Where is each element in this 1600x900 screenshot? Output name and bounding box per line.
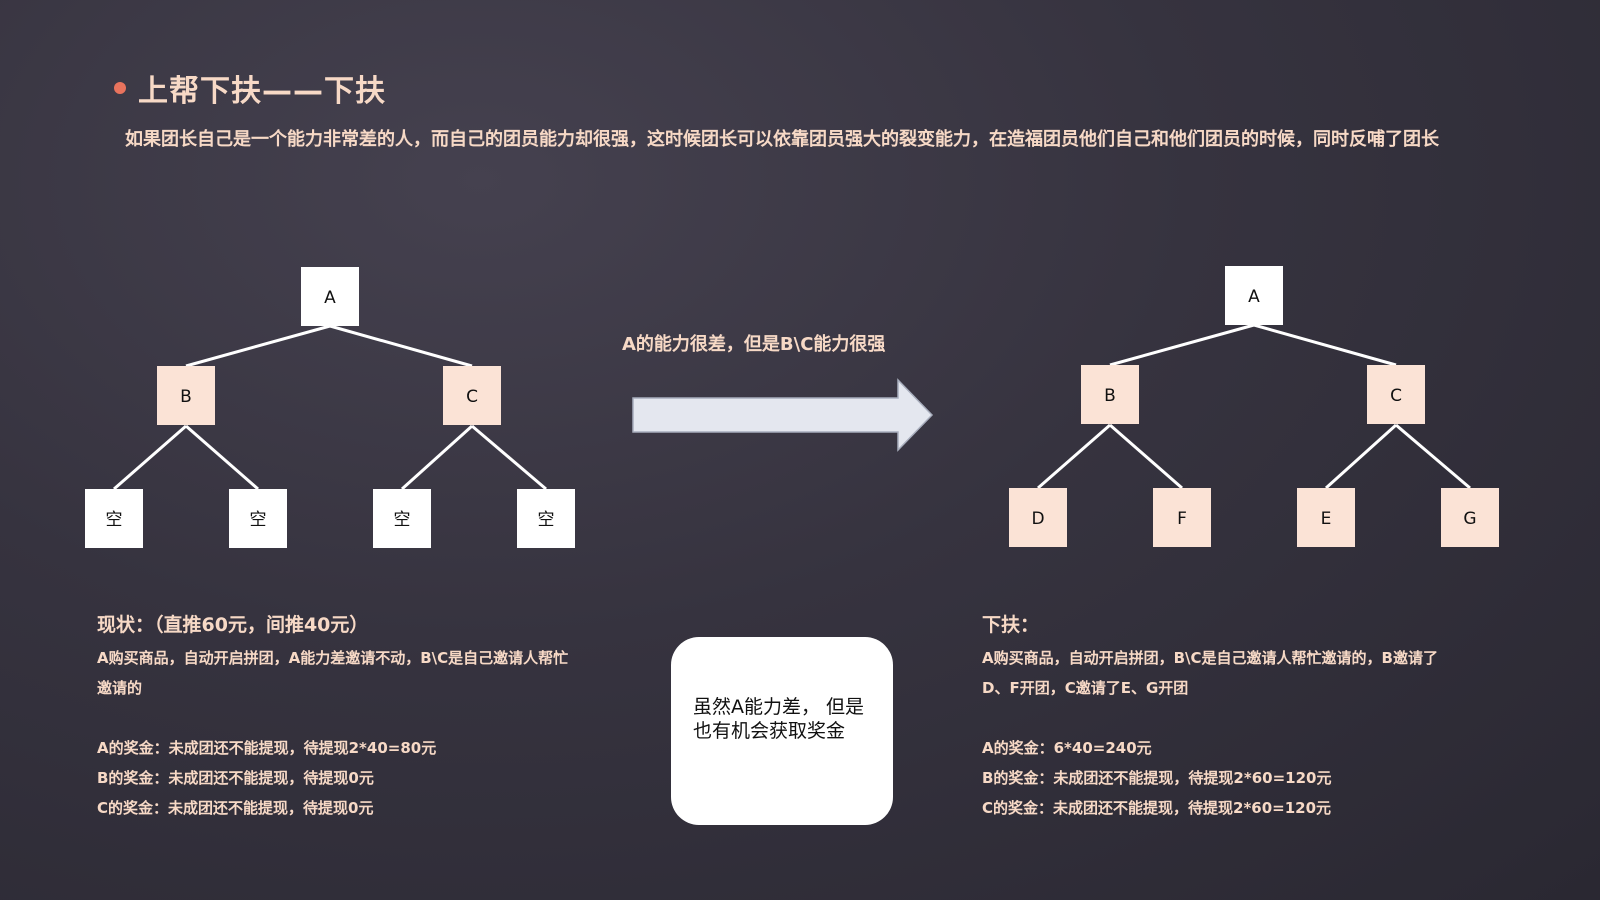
transition-arrow — [632, 378, 934, 452]
left-node-leaf-2: 空 — [229, 489, 287, 548]
right-tree-edges — [1037, 323, 1471, 490]
right-bonus-c: C的奖金：未成团还不能提现，待提现2*60=120元 — [982, 799, 1332, 817]
right-tree-nodes: A B C D F E G — [1009, 266, 1499, 547]
left-node-b: B — [157, 366, 215, 425]
tree-diagram: A B C 空 空 空 空 — [85, 266, 1499, 548]
svg-text:C: C — [466, 387, 478, 407]
left-bonus-a: A的奖金：未成团还不能提现，待提现2*40=80元 — [97, 739, 437, 757]
svg-text:空: 空 — [106, 510, 123, 530]
left-bonus-b: B的奖金：未成团还不能提现，待提现0元 — [97, 769, 374, 787]
svg-text:D: D — [1031, 509, 1044, 529]
svg-text:空: 空 — [538, 510, 555, 530]
svg-text:F: F — [1177, 509, 1187, 529]
svg-text:B: B — [1104, 386, 1116, 406]
right-node-c: C — [1367, 365, 1425, 424]
left-node-leaf-4: 空 — [517, 489, 575, 548]
left-panel-desc: A购买商品，自动开启拼团，A能力差邀请不动，B\C是自己邀请人帮忙邀请的 — [97, 649, 569, 697]
right-bonus-a: A的奖金：6*40=240元 — [982, 739, 1152, 757]
right-node-g: G — [1441, 488, 1499, 547]
right-panel-desc: A购买商品，自动开启拼团，B\C是自己邀请人帮忙邀请的，B邀请了D、F开团，C邀… — [982, 649, 1438, 697]
title-bullet — [114, 82, 126, 94]
right-node-root: A — [1225, 266, 1283, 325]
svg-text:C: C — [1390, 386, 1402, 406]
left-panel-bonus-list: A的奖金：未成团还不能提现，待提现2*40=80元 B的奖金：未成团还不能提现，… — [97, 733, 577, 823]
right-node-d: D — [1009, 488, 1067, 547]
left-node-c: C — [443, 366, 501, 425]
svg-text:E: E — [1321, 509, 1332, 529]
right-node-f: F — [1153, 488, 1211, 547]
left-tree-nodes: A B C 空 空 空 空 — [85, 267, 575, 548]
right-node-b: B — [1081, 365, 1139, 424]
note-callout: 虽然A能力差， 但是也有机会获取奖金 — [671, 637, 893, 825]
left-bonus-c: C的奖金：未成团还不能提现，待提现0元 — [97, 799, 374, 817]
left-panel: 现状：（直推60元，间推40元） A购买商品，自动开启拼团，A能力差邀请不动，B… — [97, 610, 577, 823]
right-panel: 下扶： A购买商品，自动开启拼团，B\C是自己邀请人帮忙邀请的，B邀请了D、F开… — [982, 610, 1462, 823]
left-node-root: A — [301, 267, 359, 326]
slide-title: 上帮下扶——下扶 — [138, 74, 386, 109]
arrow-caption: A的能力很差，但是B\C能力很强 — [622, 334, 886, 355]
left-node-leaf-3: 空 — [373, 489, 431, 548]
right-panel-heading: 下扶： — [982, 614, 1040, 636]
svg-text:空: 空 — [394, 510, 411, 530]
svg-text:A: A — [324, 288, 336, 308]
right-bonus-b: B的奖金：未成团还不能提现，待提现2*60=120元 — [982, 769, 1332, 787]
right-panel-bonus-list: A的奖金：6*40=240元 B的奖金：未成团还不能提现，待提现2*60=120… — [982, 733, 1462, 823]
left-panel-heading: 现状：（直推60元，间推40元） — [97, 614, 369, 636]
note-text: 虽然A能力差， 但是也有机会获取奖金 — [693, 696, 865, 742]
svg-text:G: G — [1463, 509, 1476, 529]
svg-text:A: A — [1248, 287, 1260, 307]
right-node-e: E — [1297, 488, 1355, 547]
svg-text:B: B — [180, 387, 192, 407]
intro-text: 如果团长自己是一个能力非常差的人，而自己的团员能力却很强，这时候团长可以依靠团员… — [125, 129, 1439, 150]
left-node-leaf-1: 空 — [85, 489, 143, 548]
svg-text:空: 空 — [250, 510, 267, 530]
left-tree-edges — [113, 324, 547, 491]
